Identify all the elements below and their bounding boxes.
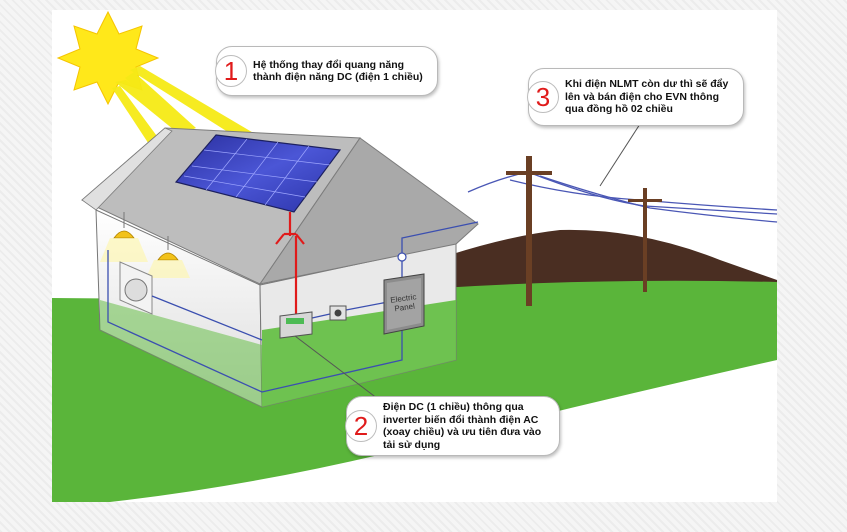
callout-1-number: 1 [215,55,247,87]
callout-1: 1 Hệ thống thay đổi quang năng thành điệ… [215,46,438,96]
utility-pole-front [506,156,552,306]
inverter-icon [279,311,313,339]
air-conditioner-icon [119,261,153,315]
callout-3-text: Khi điện NLMT còn dư thì sẽ đẩy lên và b… [565,78,729,116]
callout-pointers [294,123,641,406]
two-way-meter [397,252,407,262]
callout-2-text: Điện DC (1 chiều) thông qua inverter biế… [383,401,542,451]
callout-3-number: 3 [527,81,559,113]
callout-1-text: Hệ thống thay đổi quang năng thành điện … [253,58,423,84]
utility-pole-back [628,188,662,292]
callout-2-number: 2 [345,410,377,442]
power-lines [467,171,777,223]
callout-2: 2 Điện DC (1 chiều) thông qua inverter b… [345,396,560,456]
ceiling-lamp-icon-2 [146,236,190,278]
switch-box-icon [329,305,347,321]
dc-wiring [275,212,305,318]
electric-panel-icon [383,273,425,335]
solar-panel [174,134,342,213]
ceiling-lamp-icon [100,212,148,262]
ac-wiring [107,221,479,393]
house-roof-side [258,137,479,285]
callout-3: 3 Khi điện NLMT còn dư thì sẽ đẩy lên và… [527,68,744,126]
